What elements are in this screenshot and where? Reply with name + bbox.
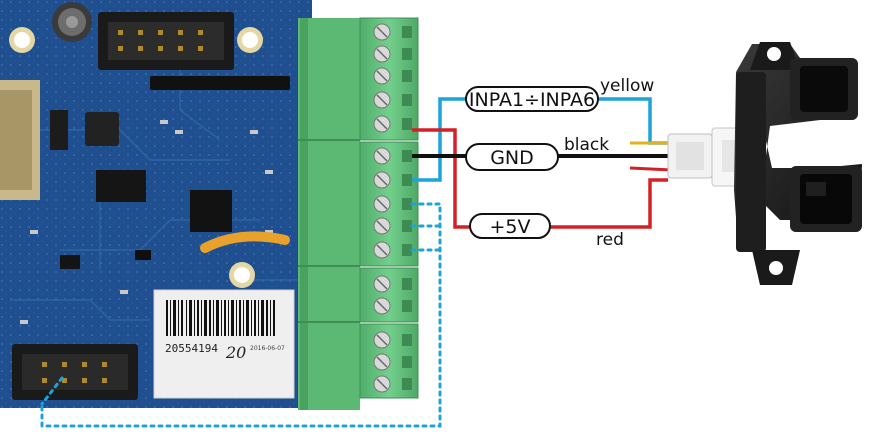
ir-distance-sensor [667, 42, 862, 285]
wire-color-power: red [596, 230, 624, 250]
mounting-holes [9, 27, 263, 288]
label-gnd: GND [465, 143, 559, 171]
header-connector-bottom [12, 344, 138, 400]
terminal-screws [373, 23, 391, 393]
label-signal-text: INPA1÷INPA6 [469, 89, 595, 111]
pin-row [150, 76, 290, 90]
sensor-cable [629, 141, 673, 172]
header-connector-top [98, 12, 234, 70]
barcode-sticker: 20554194 20 2016-06-07 [153, 289, 295, 399]
smd-components [20, 120, 273, 324]
ic-chips [50, 110, 232, 269]
capacitor [52, 2, 92, 42]
power-wire [412, 128, 668, 229]
handwritten-mark: 20 [225, 343, 246, 362]
sensor-mounting-tabs [750, 42, 800, 285]
label-power-text: +5V [489, 216, 530, 238]
wire-color-signal: yellow [600, 76, 654, 96]
label-signal: INPA1÷INPA6 [465, 86, 599, 112]
orange-component [200, 231, 290, 253]
side-connector [0, 80, 40, 200]
barcode-number: 20554194 [165, 342, 218, 355]
sensor-lenses [790, 58, 862, 232]
terminal-blocks [298, 17, 419, 410]
terminal-seams [298, 139, 360, 323]
terminal-screw-slots [376, 26, 388, 390]
terminal-wire-openings [402, 26, 412, 390]
wire-color-gnd: black [564, 135, 609, 155]
date-code: 2016-06-07 [250, 345, 285, 352]
terminal-base [298, 18, 360, 410]
label-gnd-text: GND [490, 147, 534, 169]
alternate-connection-lines [40, 202, 442, 428]
barcode-bars [166, 300, 275, 336]
label-power: +5V [469, 213, 551, 239]
controller-board: 20554194 20 2016-06-07 [0, 0, 312, 408]
